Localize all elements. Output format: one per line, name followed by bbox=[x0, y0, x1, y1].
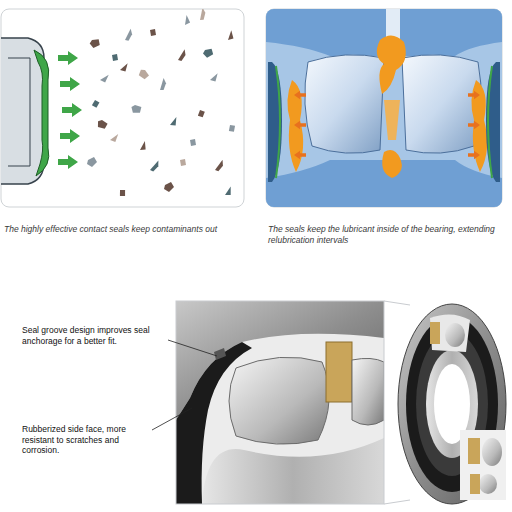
seal-cross-section-part-part bbox=[202, 438, 384, 504]
lubricant-panel-part-part bbox=[377, 35, 406, 94]
bearing-figure-part bbox=[479, 474, 497, 494]
lubricant-panel-part-part-part bbox=[468, 91, 480, 99]
bearing-figure-part bbox=[470, 474, 480, 494]
contaminant-panel-part-part-part bbox=[150, 29, 156, 36]
contaminant-panel-part-part-part bbox=[197, 109, 206, 118]
lubricant-panel-part-part bbox=[266, 9, 502, 207]
contaminant-panel-part-part-part bbox=[95, 118, 109, 132]
caption-text: The highly effective contact seals keep … bbox=[4, 224, 244, 235]
lubricant-panel-part bbox=[266, 9, 502, 207]
bearing-figure-part bbox=[468, 438, 480, 464]
contaminant-panel-part-part-part bbox=[202, 47, 214, 59]
seal-cross-section bbox=[152, 301, 410, 504]
contaminant-panel-part-part-part bbox=[58, 51, 78, 65]
contaminant-panel-part bbox=[1, 9, 244, 207]
lubricant-panel-part-part bbox=[488, 66, 492, 178]
bearing-figure-part bbox=[482, 438, 502, 466]
contaminant-panel-part-part-part bbox=[122, 29, 135, 42]
seal-cross-section-part-part bbox=[229, 357, 329, 444]
contaminant-panel-part-part-part bbox=[164, 182, 174, 192]
contaminant-panel-part-part bbox=[87, 15, 236, 167]
lubricant-panel-part-part bbox=[402, 55, 481, 153]
contaminant-panel-part-part-part bbox=[224, 187, 235, 198]
lubricant-panel-part-part-part bbox=[468, 151, 480, 159]
contaminant-panel-part bbox=[1, 9, 236, 198]
contaminant-panel-part-part-part bbox=[183, 15, 192, 26]
seal-cross-section-part bbox=[176, 301, 384, 504]
contaminant-panel-part-part-part bbox=[119, 63, 131, 73]
contaminant-panel-part-part-part bbox=[213, 160, 227, 173]
contaminant-panel-part-part-part bbox=[129, 102, 143, 116]
contaminant-panel-part-part-part bbox=[62, 103, 82, 117]
lubricant-panel-part-part-part bbox=[294, 121, 306, 129]
callout-text: Seal groove design improves seal anchora… bbox=[22, 325, 162, 346]
contaminant-panel-part-part-part bbox=[209, 73, 221, 83]
contaminant-panel-part-part-part bbox=[87, 157, 97, 167]
bearing-figure-part bbox=[430, 322, 440, 344]
seal-cross-section-part bbox=[168, 340, 217, 356]
lubricant-panel-part-part bbox=[382, 150, 402, 178]
seal-cross-section-part-part bbox=[214, 348, 226, 360]
contaminant-panel-part-part-part bbox=[190, 139, 196, 146]
contaminant-panel-part-part-part bbox=[60, 129, 80, 143]
contaminant-panel-part-part-part bbox=[138, 68, 150, 80]
contaminant-panel bbox=[0, 8, 244, 207]
lubricant-panel-part-part bbox=[486, 62, 500, 182]
contaminant-panel-part-part-part bbox=[119, 189, 126, 197]
callout-text: Rubberized side face, more resistant to … bbox=[22, 424, 147, 456]
contaminant-panel-part-part bbox=[34, 50, 49, 176]
lubricant-panel-part-part bbox=[384, 100, 400, 140]
seal-cross-section-part-part bbox=[326, 342, 352, 402]
contaminant-panel-part-part bbox=[89, 29, 237, 197]
seal-cross-section-part bbox=[152, 408, 192, 430]
contaminant-panel-part-part bbox=[58, 51, 82, 169]
lubricant-panel-part-part bbox=[305, 55, 384, 153]
contaminant-panel-part-part-part bbox=[197, 9, 209, 22]
bearing-figure-part bbox=[416, 332, 488, 476]
contaminant-panel-part-part-part bbox=[228, 124, 236, 133]
contaminant-panel-part-part bbox=[109, 9, 208, 166]
contaminant-panel-part-part-part bbox=[169, 117, 181, 128]
lubricant-panel-part-part bbox=[268, 62, 282, 182]
contaminant-panel-part-part-part bbox=[180, 159, 186, 166]
lubricant-panel-part-part-part bbox=[468, 121, 480, 129]
lubricant-panel-part-part-part bbox=[294, 151, 306, 159]
contaminant-panel-part-part-part bbox=[89, 37, 102, 50]
seal-cross-section-part-part bbox=[352, 358, 384, 425]
contaminant-panel-part-part-part bbox=[60, 77, 80, 91]
contaminant-panel-part-part-part bbox=[112, 54, 118, 61]
contaminant-panel-part-part-part bbox=[157, 78, 170, 92]
contaminant-panel-part-part-part bbox=[138, 141, 149, 153]
lubricant-panel-part-part bbox=[276, 66, 280, 178]
lubricant-panel bbox=[266, 9, 502, 207]
contaminant-panel-part-part-part bbox=[148, 161, 162, 173]
bearing-figure-part bbox=[460, 430, 506, 500]
bearing-figure-part bbox=[430, 314, 470, 352]
seal-cross-section-part bbox=[176, 301, 384, 504]
contaminant-panel-part-part bbox=[8, 58, 30, 166]
seal-cross-section-part bbox=[176, 301, 384, 504]
contaminant-panel-part-part-part bbox=[91, 99, 100, 108]
bearing-figure-part bbox=[398, 304, 506, 504]
lubricant-panel-part-part-part bbox=[294, 91, 306, 99]
contaminant-panel-part-part-part bbox=[99, 75, 110, 84]
contaminant-panel-part-part-part bbox=[175, 49, 189, 62]
lubricant-panel-part-part bbox=[294, 91, 480, 159]
contaminant-panel-part-part-part bbox=[109, 134, 121, 144]
contaminant-panel-part-part-part bbox=[226, 30, 236, 42]
caption-text: The seals keep the lubricant inside of t… bbox=[268, 224, 504, 245]
contaminant-panel-part-part-part bbox=[58, 155, 78, 169]
bearing-figure-part bbox=[445, 323, 465, 347]
bearing-figure bbox=[398, 304, 506, 504]
contaminant-panel-part-part bbox=[91, 47, 235, 198]
lubricant-panel-part bbox=[266, 9, 502, 207]
